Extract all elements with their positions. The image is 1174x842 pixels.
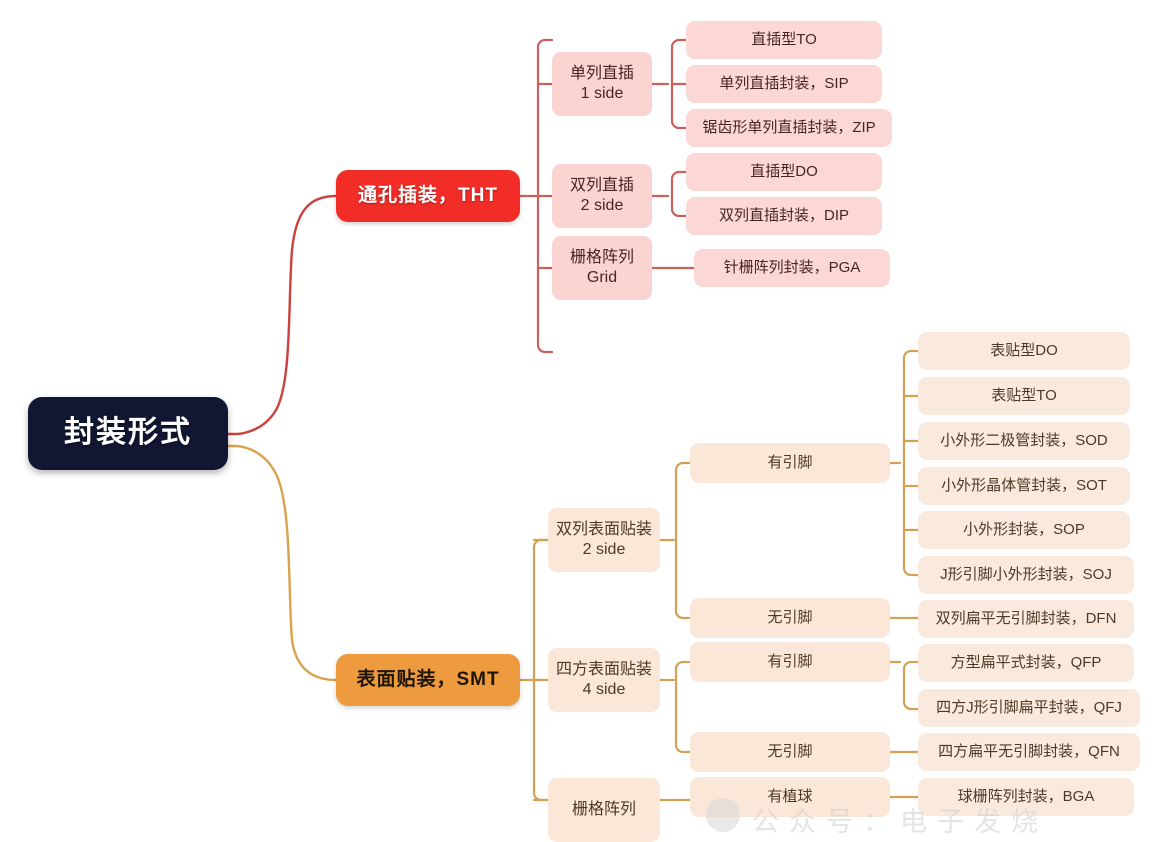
tht-leaf-sip-label: 单列直插封装，SIP xyxy=(719,75,849,93)
tht-leaf-pga-label: 针栅阵列封装，PGA xyxy=(723,259,861,277)
smt-leaf-sot[interactable]: 小外形晶体管封装，SOT xyxy=(918,467,1130,505)
smt-group-dual-with-leads-label: 有引脚 xyxy=(767,454,813,472)
tht-leaf-do-label: 直插型DO xyxy=(750,163,818,181)
smt-leaf-qfp[interactable]: 方型扁平式封装，QFP xyxy=(918,644,1134,682)
tht-leaf-do[interactable]: 直插型DO xyxy=(686,153,882,191)
tht-leaf-dip[interactable]: 双列直插封装，DIP xyxy=(686,197,882,235)
tht-child-single-inline-label: 单列直插 1 side xyxy=(569,64,634,102)
smt-leaf-dfn[interactable]: 双列扁平无引脚封装，DFN xyxy=(918,600,1134,638)
smt-leaf-smd-to[interactable]: 表贴型TO xyxy=(918,377,1130,415)
smt-child-quad-surface-label: 四方表面贴装 4 side xyxy=(555,660,652,698)
smt-group-dual-no-leads[interactable]: 无引脚 xyxy=(690,598,890,638)
smt-child-quad-surface[interactable]: 四方表面贴装 4 side xyxy=(548,648,660,712)
smt-leaf-smd-to-label: 表贴型TO xyxy=(991,387,1057,405)
smt-leaf-dfn-label: 双列扁平无引脚封装，DFN xyxy=(935,610,1117,628)
root-label: 封装形式 xyxy=(64,416,192,450)
root-node[interactable]: 封装形式 xyxy=(28,397,228,470)
smt-leaf-qfn-label: 四方扁平无引脚封装，QFN xyxy=(938,743,1120,761)
smt-leaf-smd-do[interactable]: 表贴型DO xyxy=(918,332,1130,370)
tht-leaf-dip-label: 双列直插封装，DIP xyxy=(718,207,849,225)
tht-leaf-zip-label: 锯齿形单列直插封装，ZIP xyxy=(702,119,876,137)
smt-child-dual-surface[interactable]: 双列表面贴装 2 side xyxy=(548,508,660,572)
smt-group-grid-with-balls-label: 有植球 xyxy=(767,788,813,806)
smt-leaf-qfp-label: 方型扁平式封装，QFP xyxy=(950,654,1102,672)
smt-leaf-sop[interactable]: 小外形封装，SOP xyxy=(918,511,1130,549)
smt-leaf-sod[interactable]: 小外形二极管封装，SOD xyxy=(918,422,1130,460)
tht-child-single-inline[interactable]: 单列直插 1 side xyxy=(552,52,652,116)
smt-leaf-soj-label: J形引脚小外形封装，SOJ xyxy=(940,566,1112,584)
smt-child-grid[interactable]: 栅格阵列 xyxy=(548,778,660,842)
tht-leaf-to-label: 直插型TO xyxy=(751,31,817,49)
smt-group-dual-with-leads[interactable]: 有引脚 xyxy=(690,443,890,483)
tht-leaf-pga[interactable]: 针栅阵列封装，PGA xyxy=(694,249,890,287)
smt-group-quad-with-leads-label: 有引脚 xyxy=(767,653,813,671)
smt-child-grid-label: 栅格阵列 xyxy=(571,800,636,818)
smt-leaf-smd-do-label: 表贴型DO xyxy=(990,342,1058,360)
smt-leaf-sod-label: 小外形二极管封装，SOD xyxy=(940,432,1108,450)
tht-leaf-to[interactable]: 直插型TO xyxy=(686,21,882,59)
smt-group-quad-no-leads-label: 无引脚 xyxy=(767,743,813,761)
smt-leaf-qfj-label: 四方J形引脚扁平封装，QFJ xyxy=(936,699,1122,717)
smt-leaf-sot-label: 小外形晶体管封装，SOT xyxy=(941,477,1107,495)
watermark-text: 公众号：电子发烧 xyxy=(752,807,1048,837)
tht-child-dual-inline-label: 双列直插 2 side xyxy=(569,176,634,214)
smt-group-quad-no-leads[interactable]: 无引脚 xyxy=(690,732,890,772)
tht-leaf-zip[interactable]: 锯齿形单列直插封装，ZIP xyxy=(686,109,892,147)
branch-node-smt[interactable]: 表面贴装，SMT xyxy=(336,654,520,706)
smt-leaf-bga[interactable]: 球栅阵列封装，BGA xyxy=(918,778,1134,816)
smt-leaf-sop-label: 小外形封装，SOP xyxy=(963,521,1085,539)
tht-leaf-sip[interactable]: 单列直插封装，SIP xyxy=(686,65,882,103)
smt-leaf-qfj[interactable]: 四方J形引脚扁平封装，QFJ xyxy=(918,689,1140,727)
tht-child-grid-label: 栅格阵列 Grid xyxy=(569,248,634,286)
branch-label-tht: 通孔插装，THT xyxy=(358,184,498,206)
smt-leaf-soj[interactable]: J形引脚小外形封装，SOJ xyxy=(918,556,1134,594)
smt-group-dual-no-leads-label: 无引脚 xyxy=(767,609,813,627)
watermark-logo xyxy=(706,798,740,832)
smt-leaf-qfn[interactable]: 四方扁平无引脚封装，QFN xyxy=(918,733,1140,771)
branch-label-smt: 表面贴装，SMT xyxy=(356,668,500,690)
tht-child-grid[interactable]: 栅格阵列 Grid xyxy=(552,236,652,300)
smt-child-dual-surface-label: 双列表面贴装 2 side xyxy=(555,520,652,558)
smt-group-quad-with-leads[interactable]: 有引脚 xyxy=(690,642,890,682)
branch-node-tht[interactable]: 通孔插装，THT xyxy=(336,170,520,222)
smt-leaf-bga-label: 球栅阵列封装，BGA xyxy=(957,788,1095,806)
tht-child-dual-inline[interactable]: 双列直插 2 side xyxy=(552,164,652,228)
mindmap-canvas: 封装形式 通孔插装，THT 单列直插 1 side 双列直插 2 side 栅格… xyxy=(28,21,1140,842)
